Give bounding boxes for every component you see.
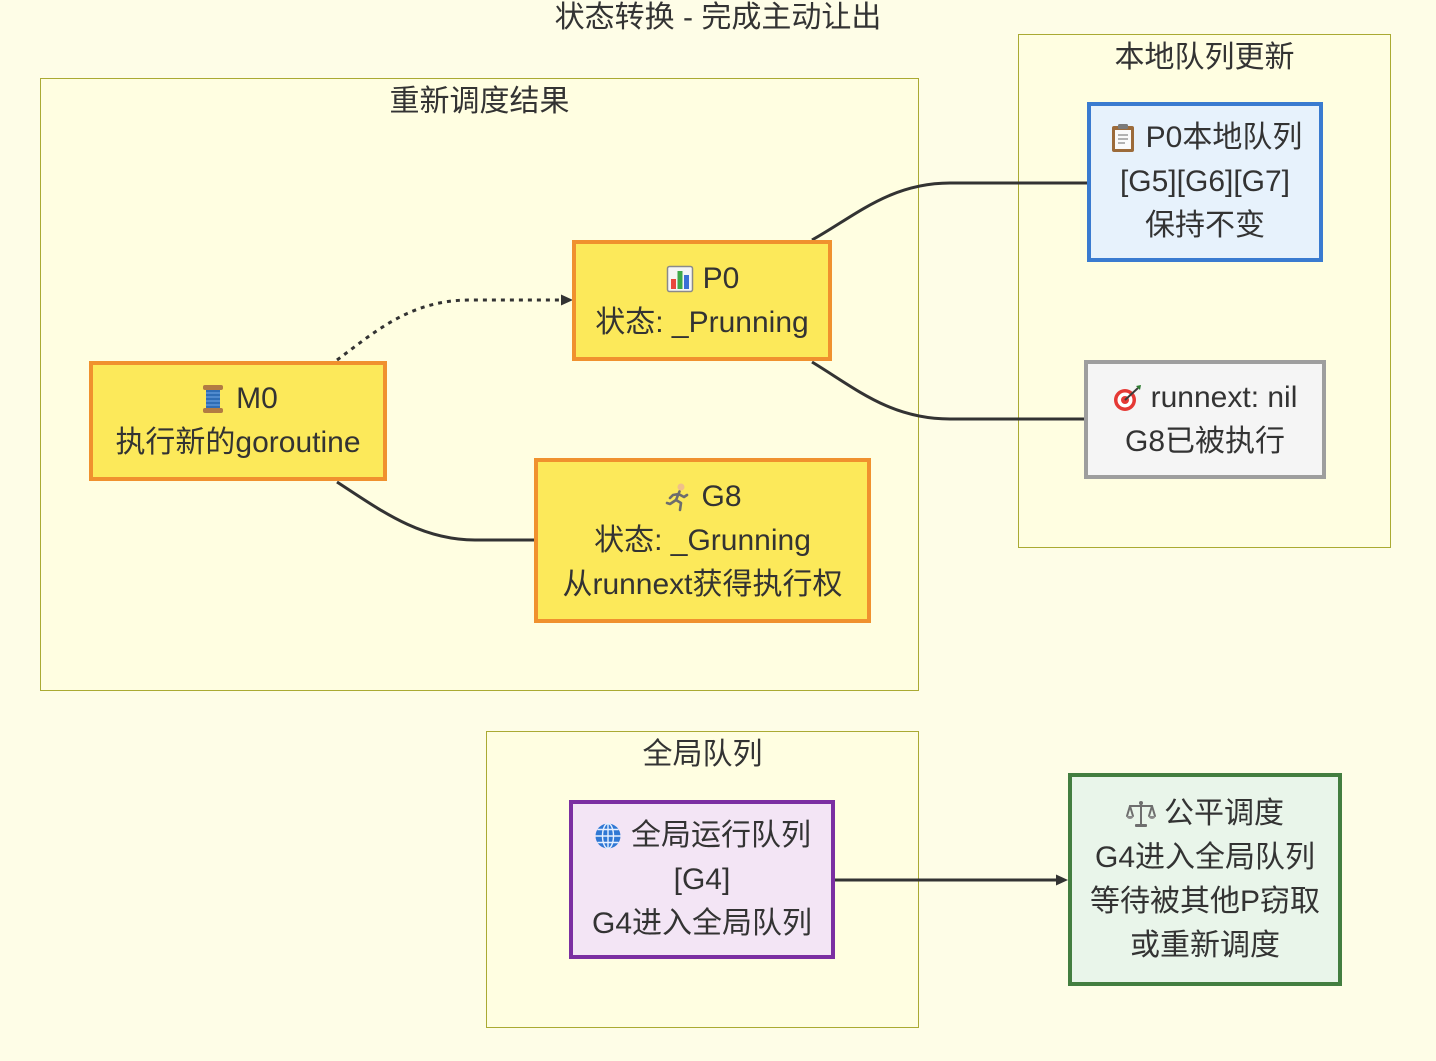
node-line: G4进入全局队列 bbox=[1094, 840, 1316, 874]
globe-icon bbox=[593, 821, 623, 851]
node-title: 全局运行队列 bbox=[631, 818, 811, 852]
fair-scheduling-node: 公平调度 G4进入全局队列 等待被其他P窃取 或重新调度 bbox=[1068, 773, 1342, 986]
p0-node: P0 状态: _Prunning bbox=[572, 240, 832, 361]
node-header: M0 bbox=[198, 377, 278, 421]
balance-scale-icon bbox=[1126, 799, 1156, 829]
node-header: G8 bbox=[663, 475, 742, 519]
runner-icon bbox=[663, 482, 693, 512]
node-header: runnext: nil bbox=[1113, 376, 1298, 420]
cluster-title: 全局队列 bbox=[642, 738, 763, 771]
node-line: 等待被其他P窃取 bbox=[1089, 884, 1320, 918]
node-line: 状态: _Grunning bbox=[594, 523, 811, 557]
clipboard-icon bbox=[1108, 123, 1138, 153]
target-icon bbox=[1113, 383, 1143, 413]
node-title: G8 bbox=[701, 479, 742, 513]
m0-node: M0 执行新的goroutine bbox=[89, 361, 387, 481]
node-line: 保持不变 bbox=[1145, 209, 1265, 242]
node-title: M0 bbox=[236, 382, 278, 415]
node-header: 公平调度 bbox=[1126, 792, 1284, 836]
node-title: P0 bbox=[702, 261, 740, 295]
bar-chart-icon bbox=[665, 264, 695, 294]
node-line: G8已被执行 bbox=[1124, 424, 1286, 458]
cluster-title: 重新调度结果 bbox=[389, 85, 570, 118]
edge-global-queue-to-fair-scheduling-arrowhead bbox=[1056, 874, 1068, 886]
node-title: 公平调度 bbox=[1164, 796, 1284, 830]
node-line: 状态: _Prunning bbox=[595, 305, 809, 339]
node-title: runnext: nil bbox=[1150, 380, 1298, 414]
node-line: [G4] bbox=[673, 862, 731, 896]
node-line: 执行新的goroutine bbox=[115, 426, 361, 459]
node-line: G4进入全局队列 bbox=[591, 906, 813, 940]
node-header: 全局运行队列 bbox=[593, 814, 811, 858]
node-line: [G5][G6][G7] bbox=[1119, 165, 1291, 198]
node-header: P0 bbox=[665, 257, 740, 301]
thread-spool-icon bbox=[198, 384, 228, 414]
diagram-title: 状态转换 - 完成主动让出 bbox=[554, 1, 882, 34]
p0-local-queue-node: P0本地队列 [G5][G6][G7] 保持不变 bbox=[1087, 102, 1323, 262]
node-line: 从runnext获得执行权 bbox=[562, 567, 843, 601]
node-header: P0本地队列 bbox=[1108, 116, 1303, 160]
global-run-queue-node: 全局运行队列 [G4] G4进入全局队列 bbox=[569, 800, 835, 959]
g8-node: G8 状态: _Grunning 从runnext获得执行权 bbox=[534, 458, 871, 623]
runnext-node: runnext: nil G8已被执行 bbox=[1084, 360, 1326, 479]
cluster-title: 本地队列更新 bbox=[1114, 41, 1295, 74]
node-line: 或重新调度 bbox=[1130, 928, 1280, 962]
node-title: P0本地队列 bbox=[1145, 121, 1303, 154]
